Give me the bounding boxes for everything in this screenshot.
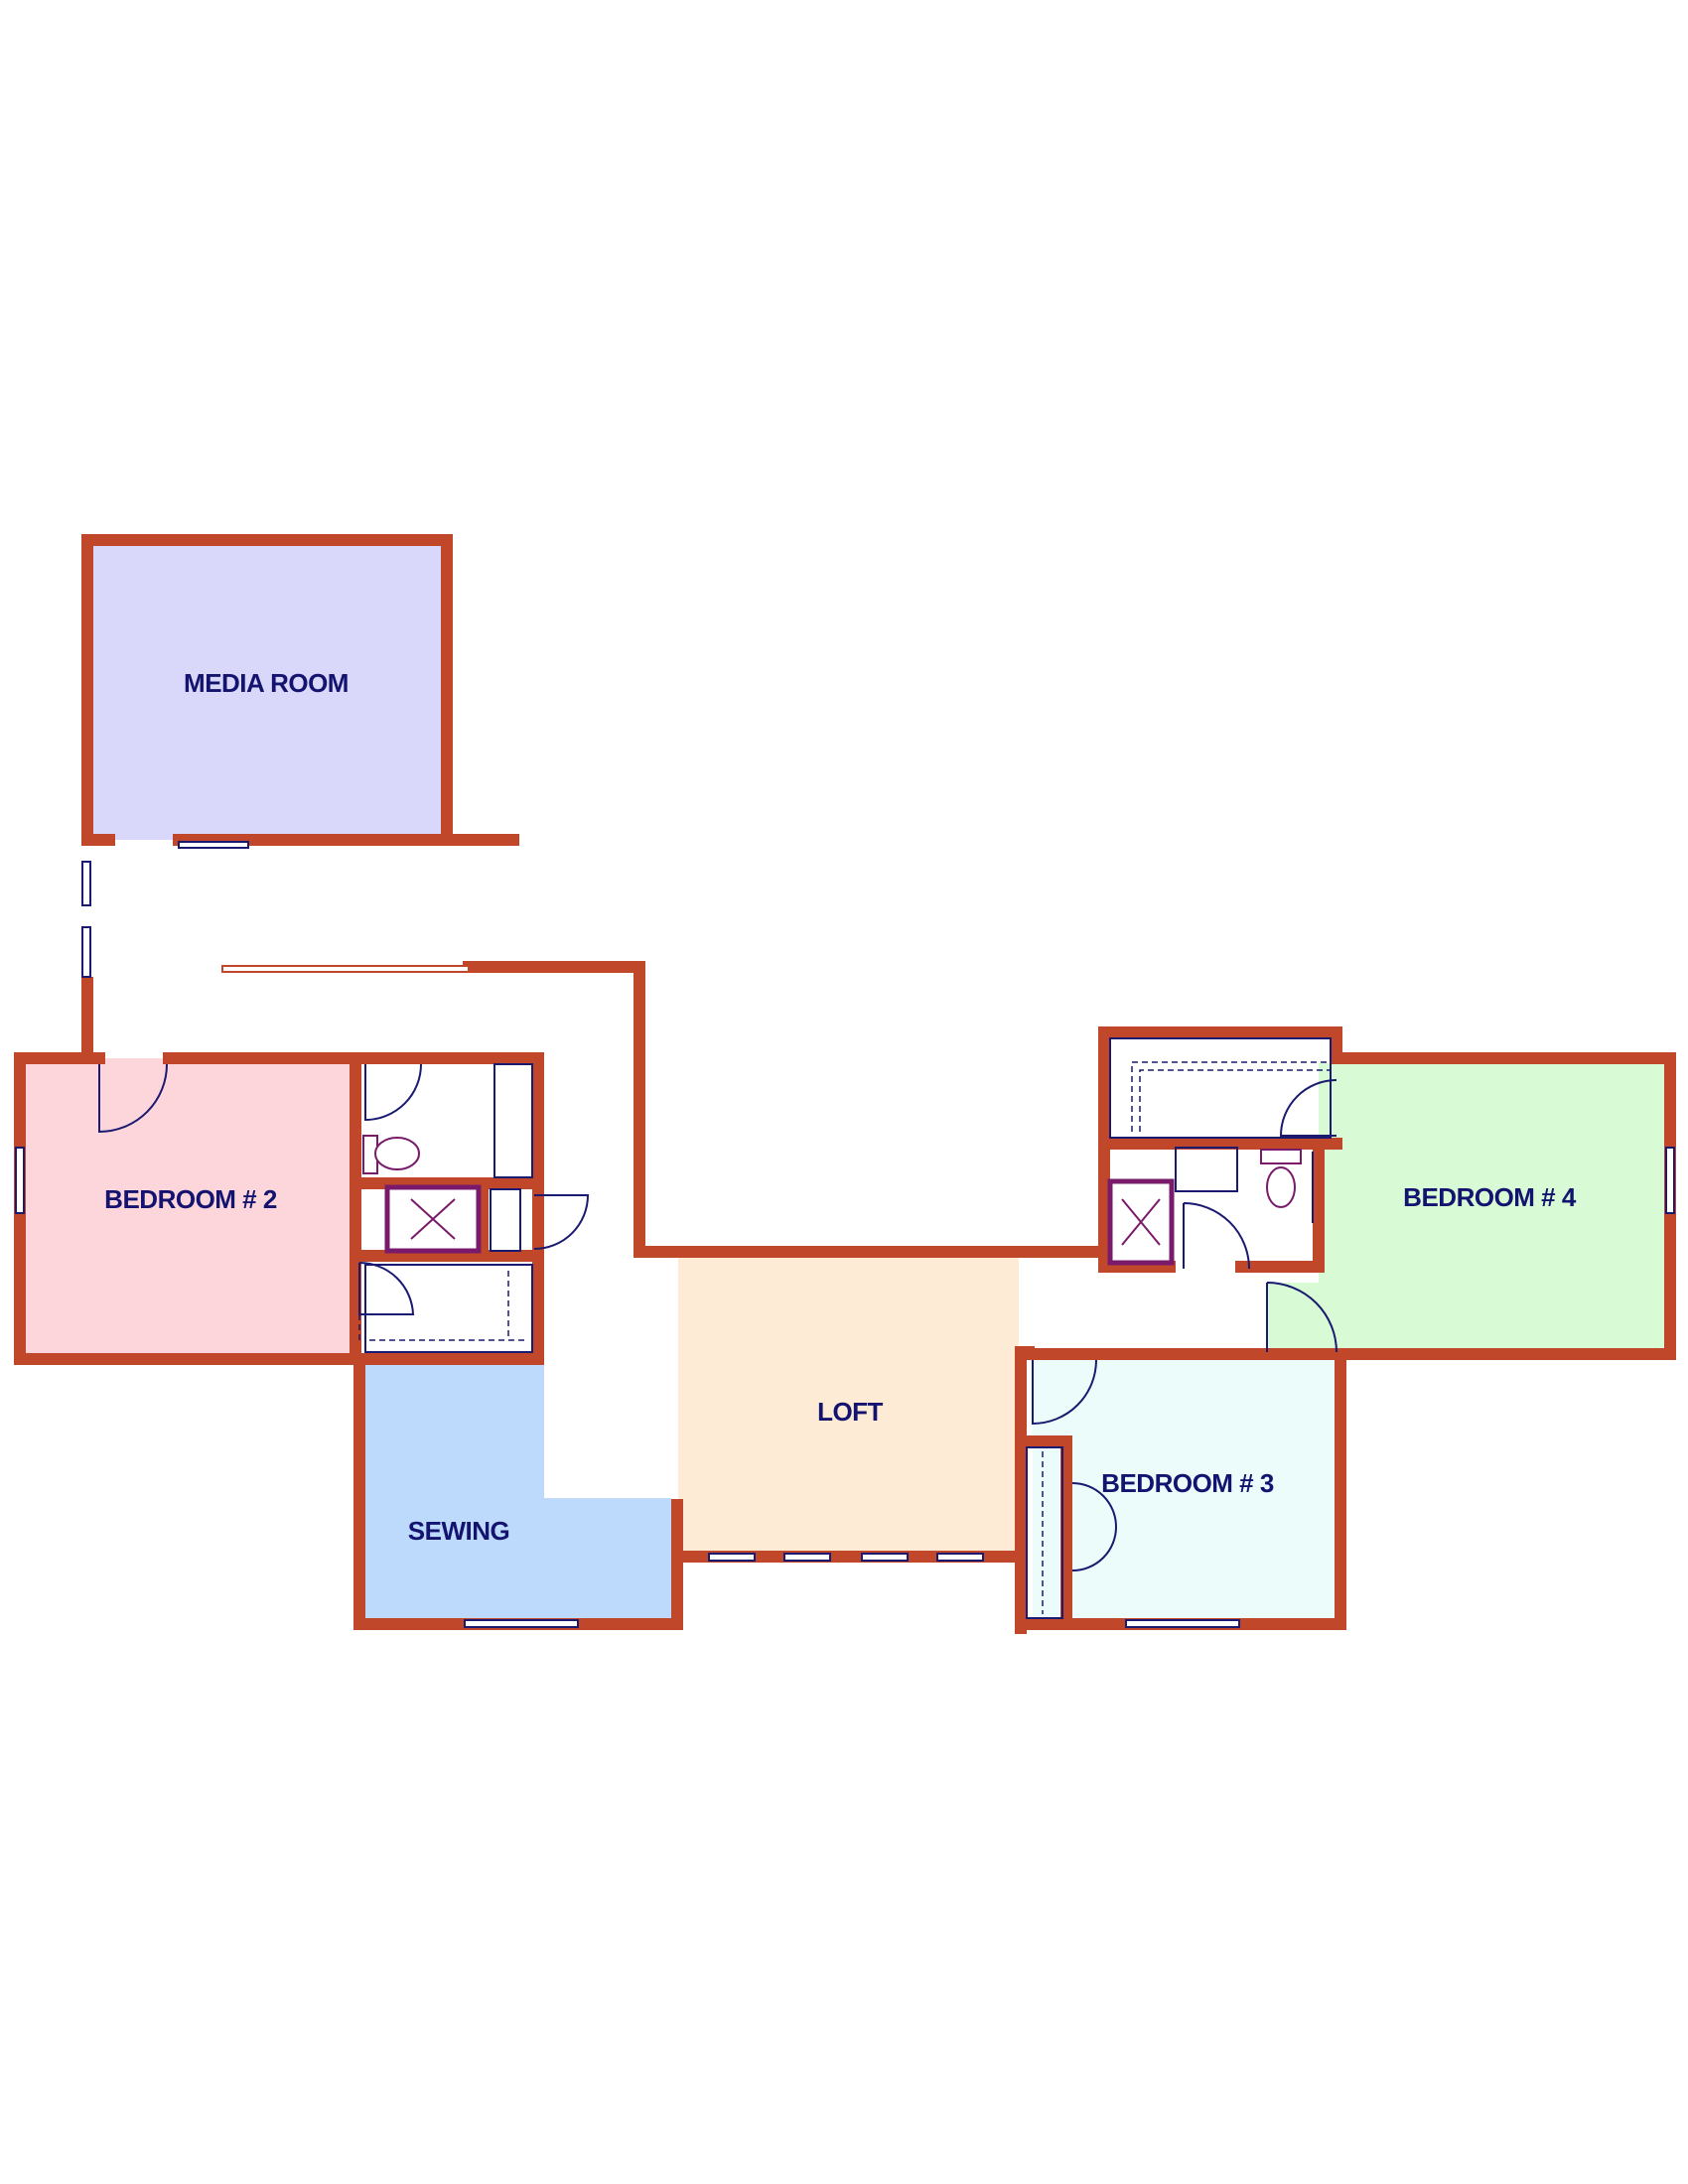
vanity-bath-2 bbox=[493, 1063, 533, 1178]
door-bedroom-3-closet bbox=[1071, 1482, 1117, 1571]
bath-2-wall bbox=[353, 1052, 544, 1365]
closet-4-shelf-2 bbox=[1139, 1069, 1331, 1132]
window-corridor-west-2 bbox=[81, 926, 91, 978]
media-room-wall bbox=[81, 534, 519, 846]
shower-x-bath-4 bbox=[1121, 1198, 1161, 1246]
tub-bath-2 bbox=[364, 1264, 533, 1353]
toilet-tank-bath-4 bbox=[1260, 1149, 1302, 1164]
sewing-fill bbox=[359, 1359, 671, 1620]
room-labels: MEDIA ROOM BEDROOM # 2 SEWING LOFT BEDRO… bbox=[104, 668, 1577, 1546]
room-label-bedroom-4: BEDROOM # 4 bbox=[1403, 1182, 1577, 1212]
window-bedroom-4-east bbox=[1665, 1147, 1675, 1214]
door-bath-2-upper bbox=[364, 1063, 422, 1122]
toilet-bowl-bath-4 bbox=[1266, 1166, 1296, 1208]
door-bath-4 bbox=[1183, 1202, 1250, 1270]
hall-north-wall bbox=[463, 961, 1106, 1258]
shower-x-bath-2 bbox=[410, 1198, 456, 1240]
doors bbox=[98, 1063, 1337, 1571]
window-bedroom-2-west bbox=[15, 1147, 25, 1214]
door-linen-2 bbox=[533, 1194, 590, 1250]
vanity-bath-4 bbox=[1175, 1147, 1238, 1192]
window-loft-1 bbox=[708, 1553, 756, 1562]
door-bedroom-2 bbox=[98, 1063, 168, 1134]
window-media-south bbox=[178, 841, 249, 849]
fixtures bbox=[358, 1037, 1332, 1619]
window-loft-3 bbox=[861, 1553, 909, 1562]
windows bbox=[15, 841, 1675, 1628]
door-closet-4 bbox=[1279, 1079, 1337, 1137]
door-bedroom-3 bbox=[1032, 1359, 1097, 1426]
room-label-sewing: SEWING bbox=[408, 1516, 509, 1546]
room-label-bedroom-3: BEDROOM # 3 bbox=[1101, 1468, 1274, 1498]
window-corridor-west-1 bbox=[81, 861, 91, 906]
loft-fill bbox=[678, 1258, 1019, 1554]
room-label-media-room: MEDIA ROOM bbox=[184, 668, 349, 698]
window-loft-4 bbox=[936, 1553, 984, 1562]
window-hall-north bbox=[221, 965, 470, 973]
media-room-fill bbox=[87, 540, 447, 840]
door-bath-2-lower bbox=[358, 1262, 415, 1315]
door-bedroom-4 bbox=[1266, 1282, 1337, 1353]
toilet-bowl-bath-2 bbox=[374, 1137, 420, 1170]
room-label-loft: LOFT bbox=[817, 1397, 883, 1427]
closet-4-shelf bbox=[1131, 1061, 1331, 1132]
closet-4 bbox=[1109, 1037, 1332, 1139]
window-loft-2 bbox=[783, 1553, 831, 1562]
window-bedroom-3-south bbox=[1125, 1619, 1240, 1628]
bedroom-2-fill bbox=[20, 1058, 355, 1355]
room-fills bbox=[20, 540, 1666, 1621]
closet-3 bbox=[1026, 1446, 1063, 1619]
tub-edge-bath-2 bbox=[369, 1271, 526, 1341]
window-sewing-south bbox=[464, 1619, 579, 1628]
bedroom-3-fill bbox=[1033, 1359, 1340, 1621]
room-label-bedroom-2: BEDROOM # 2 bbox=[104, 1184, 277, 1214]
bedroom-4-fill bbox=[1267, 1063, 1666, 1350]
closet-shelf-bath-2 bbox=[490, 1188, 521, 1252]
